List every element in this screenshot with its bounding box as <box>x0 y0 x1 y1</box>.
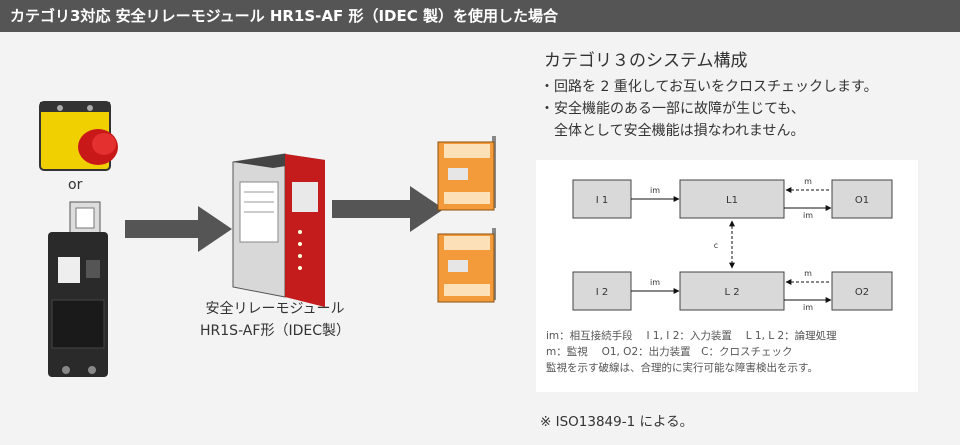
node-o1-label: O1 <box>855 195 869 206</box>
bullet-item: ・回路を 2 重化してお互いをクロスチェックします。 <box>540 79 878 95</box>
interlock-switch-icon <box>48 201 108 377</box>
legend-line: im：相互接続手段 I 1, I 2：入力装置 L 1, L 2：論理処理 <box>546 330 837 342</box>
node-o2 <box>831 271 893 311</box>
bullet-item: ・安全機能のある一部に故障が生じても、 <box>540 101 805 117</box>
edge-l2-o2-label: im <box>803 303 813 312</box>
page-title: カテゴリ3対応 安全リレーモジュール HR1S-AF 形（IDEC 製）を使用し… <box>0 0 960 32</box>
node-i1 <box>572 179 632 219</box>
emergency-stop-switch-icon <box>39 101 118 171</box>
bullet-list: ・回路を 2 重化してお互いをクロスチェックします。 ・安全機能のある一部に故障… <box>540 76 878 142</box>
node-l2-label: L 2 <box>724 287 739 298</box>
edge-l2-o2-monitor-label: m <box>804 269 812 278</box>
contactor-top-icon <box>437 136 496 211</box>
bullet-item: 全体として安全機能は損なわれません。 <box>540 123 805 139</box>
node-i2 <box>572 271 632 311</box>
edge-l1-o1-label: im <box>803 211 813 220</box>
edge-l1-o1-monitor-label: m <box>804 177 812 186</box>
system-title: カテゴリ３のシステム構成 <box>544 51 748 71</box>
flow-arrow-1 <box>125 206 232 252</box>
module-label: 安全リレーモジュール HR1S-AF形（IDEC製） <box>180 298 370 342</box>
edge-crosscheck-label: c <box>714 241 718 250</box>
node-i1-label: I 1 <box>596 195 609 206</box>
category3-diagram-panel: I 1 L1 O1 im m im c I 2 L 2 O2 im m im i… <box>536 160 918 392</box>
standard-note: ※ ISO13849-1 による。 <box>540 414 694 430</box>
diagram-legend: im：相互接続手段 I 1, I 2：入力装置 L 1, L 2：論理処理 m：… <box>546 328 837 376</box>
device-illustration <box>39 101 496 377</box>
node-l1-label: L1 <box>726 195 738 206</box>
edge-i1-l1-label: im <box>650 186 660 195</box>
edge-i2-l2-label: im <box>650 278 660 287</box>
node-l1 <box>679 179 785 219</box>
module-label-line1: 安全リレーモジュール <box>205 301 345 317</box>
legend-line: m：監視 O1, O2：出力装置 C：クロスチェック <box>546 346 793 358</box>
flow-arrow-2 <box>332 186 444 232</box>
safety-relay-module-icon <box>232 153 325 307</box>
or-label: or <box>68 177 83 193</box>
node-i2-label: I 2 <box>596 287 609 298</box>
node-l2 <box>679 271 785 311</box>
contactor-bottom-icon <box>437 228 496 303</box>
legend-line: 監視を示す破線は、合理的に実行可能な障害検出を示す。 <box>546 362 818 374</box>
node-o1 <box>831 179 893 219</box>
category3-block-diagram: I 1 L1 O1 im m im c I 2 L 2 O2 im m im <box>572 177 893 312</box>
module-label-line2: HR1S-AF形（IDEC製） <box>200 323 350 339</box>
node-o2-label: O2 <box>855 287 869 298</box>
